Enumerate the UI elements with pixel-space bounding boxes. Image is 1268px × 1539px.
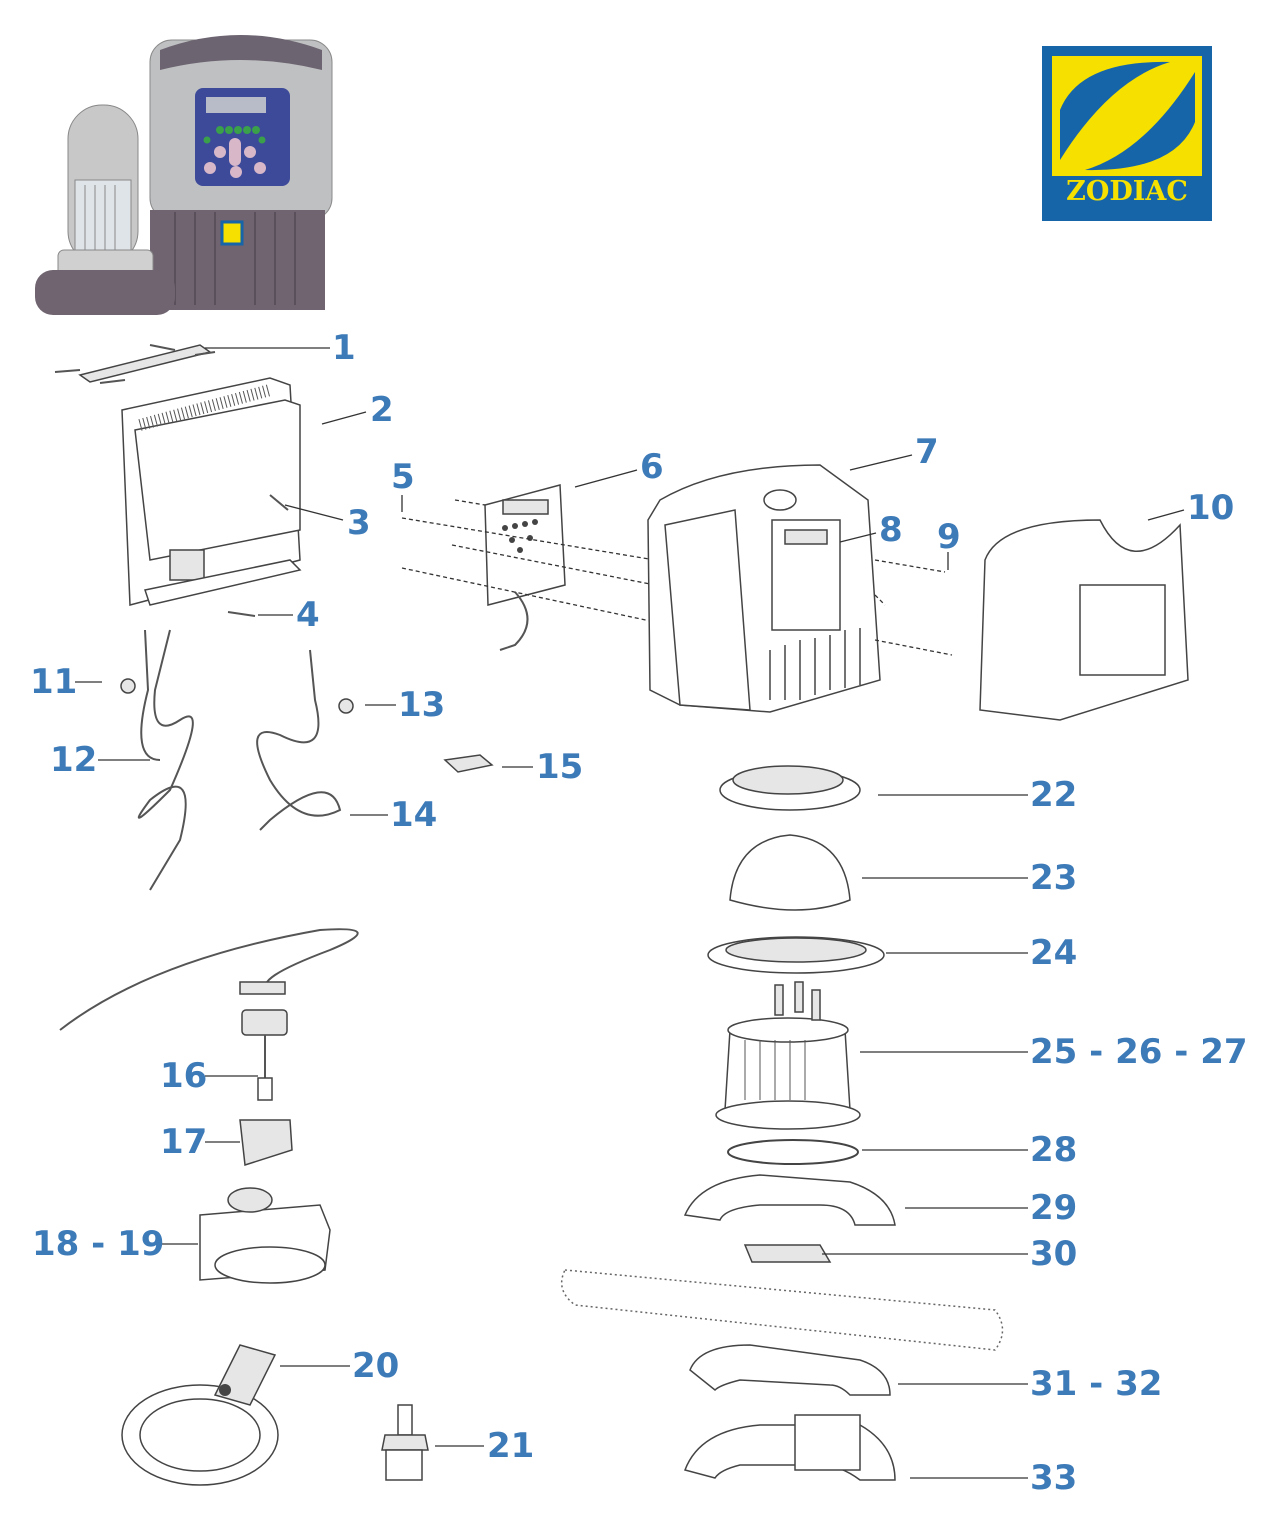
part-label-28: 28 [1030,1130,1077,1170]
part-power-supply [121,377,302,617]
part-label-22: 22 [1030,775,1077,815]
part-label-9: 9 [937,517,961,557]
part-labels: 1 2 3 4 5 6 7 8 9 10 11 12 13 14 15 16 1… [30,328,1248,1498]
part-label-2: 2 [370,390,394,430]
part-cabinet [647,464,953,713]
part-label-24: 24 [1030,933,1077,973]
part-label-16: 16 [160,1056,207,1096]
part-flow-sensor [59,928,359,1166]
logo-brand-text: ZODIAC [1066,176,1188,207]
part-union-nut [121,1344,279,1486]
leader-lines [75,347,1185,1479]
part-label-4: 4 [296,595,320,635]
part-fitting [381,1404,429,1481]
part-label-11: 11 [30,662,77,702]
part-label-31-32: 31 - 32 [1030,1364,1162,1404]
part-label-23: 23 [1030,858,1077,898]
part-clamp-saddle [199,1187,331,1284]
part-cables [120,629,494,891]
part-label-14: 14 [390,795,437,835]
part-label-30: 30 [1030,1234,1077,1274]
part-label-12: 12 [50,740,97,780]
part-front-cover [979,519,1189,721]
zodiac-logo: ZODIAC [1042,46,1212,221]
part-label-18-19: 18 - 19 [32,1224,164,1264]
part-label-10: 10 [1187,488,1234,528]
product-photo [35,35,333,315]
part-label-20: 20 [352,1346,399,1386]
part-label-1: 1 [332,328,356,368]
part-label-7: 7 [915,432,939,472]
part-label-6: 6 [640,447,664,487]
part-label-33: 33 [1030,1458,1077,1498]
part-label-13: 13 [398,685,445,725]
part-label-8: 8 [879,510,903,550]
part-label-25-26-27: 25 - 26 - 27 [1030,1032,1248,1072]
part-bracket [54,344,216,384]
part-label-3: 3 [347,503,371,543]
part-electrolysis-cell-stack [560,765,1004,1481]
part-label-21: 21 [487,1426,534,1466]
part-label-29: 29 [1030,1188,1077,1228]
part-label-17: 17 [160,1122,207,1162]
part-label-5: 5 [391,457,415,497]
part-control-board [401,484,656,651]
part-label-15: 15 [536,747,583,787]
